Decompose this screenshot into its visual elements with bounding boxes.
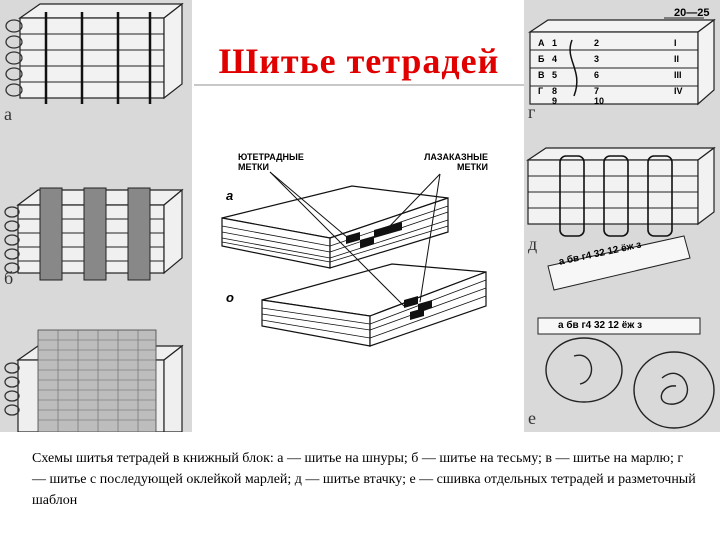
num-8: 8 (552, 86, 557, 96)
num-9: 9 (552, 96, 557, 106)
label-d: д (528, 234, 537, 255)
num-5: 5 (552, 70, 557, 80)
title-divider (194, 84, 524, 86)
template-strip-bottom-text: а бв г4 32 12 ёж з (558, 321, 642, 331)
num-6: 6 (594, 70, 599, 80)
roman-2: II (674, 54, 679, 64)
letter-a: А (538, 38, 545, 48)
roman-1: I (674, 38, 677, 48)
num-2: 2 (594, 38, 599, 48)
letter-v: В (538, 70, 545, 80)
letter-g: Г (538, 86, 543, 96)
num-3: 3 (594, 54, 599, 64)
num-4: 4 (552, 54, 557, 64)
book-label-a: а (226, 188, 233, 203)
num-10: 10 (594, 96, 604, 106)
right-illustration-panel: г д е 20—25 А Б В Г 1 2 4 3 5 6 8 7 9 10… (524, 0, 720, 432)
left-illustration-panel: а б (0, 0, 192, 432)
label-signature-marks-right: ЛАЗАКАЗНЫЕ МЕТКИ (418, 152, 488, 172)
label-a: а (4, 104, 12, 125)
roman-4: IV (674, 86, 683, 96)
measure-label: 20—25 (674, 8, 709, 18)
right-book-blocks-drawing (524, 0, 720, 432)
left-book-blocks-drawing (0, 0, 192, 432)
label-b: б (4, 268, 13, 289)
figure-caption: Схемы шитья тетрадей в книжный блок: а —… (32, 448, 696, 511)
label-e: е (528, 408, 536, 429)
letter-b: Б (538, 54, 544, 64)
label-signature-marks-left: ЮТЕТРАДНЫЕ МЕТКИ (238, 152, 318, 172)
num-1: 1 (552, 38, 557, 48)
num-7: 7 (594, 86, 599, 96)
book-label-o: о (226, 290, 234, 305)
roman-3: III (674, 70, 682, 80)
page-title: Шитье тетрадей (196, 40, 522, 82)
label-g: г (528, 102, 535, 123)
